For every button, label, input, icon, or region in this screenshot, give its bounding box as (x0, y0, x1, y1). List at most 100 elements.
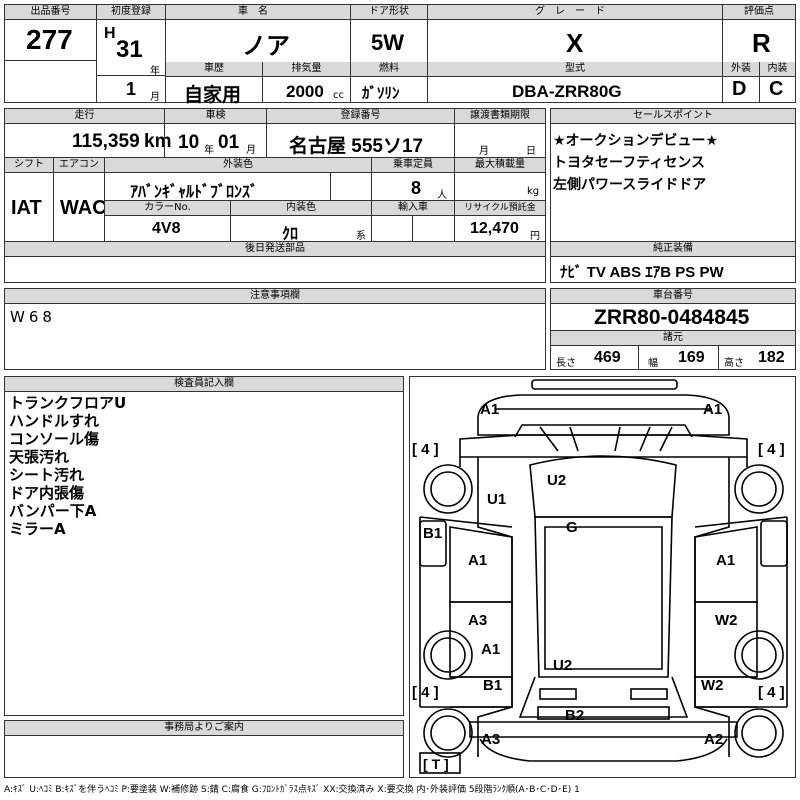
plate-label: 登録番号 (267, 109, 454, 124)
inspection-label: 車検 (165, 109, 266, 124)
note-line: トランクフロアU (9, 394, 127, 412)
interior-score: C (769, 78, 784, 100)
score-label: 評価点 (723, 5, 795, 20)
mark-rear-left: A3 (481, 731, 501, 748)
sales-line: 左側パワースライドドア (553, 177, 707, 193)
spec-label: 諸元 (551, 330, 795, 346)
sales-line: トヨタセーフティセンス (553, 155, 706, 171)
score: R (752, 28, 771, 58)
mark-right-rear-door: W2 (715, 612, 738, 629)
lot-number: 277 (26, 24, 73, 55)
damage-diagram: A1 A1 [ 4 ] [ 4 ] U2 U1 G B1 A1 A1 A3 W2… (409, 376, 796, 778)
model: DBA-ZRR80G (512, 82, 622, 101)
capacity: 8 (411, 178, 422, 198)
first-reg-label: 初度登録 (97, 5, 165, 20)
mark-right-rear-quarter: W2 (701, 677, 724, 694)
ac: WAC (60, 197, 107, 219)
mark-left-rear-panel: A1 (481, 641, 501, 658)
color-no-label: カラーNo. (105, 201, 230, 216)
length: 469 (594, 349, 621, 366)
interior-label: 内装 (760, 62, 795, 77)
reg-month-unit: 月 (150, 92, 160, 103)
insp-year: 10 (178, 132, 200, 153)
plate: 名古屋 555ソ17 (289, 136, 424, 157)
capacity-unit: 人 (437, 190, 447, 201)
load-unit: kg (527, 186, 540, 197)
color: ｱﾊﾞﾝｷﾞｬﾙﾄﾞﾌﾞﾛﾝｽﾞ (130, 184, 259, 201)
int-color-unit: 系 (356, 231, 366, 242)
note-line: ミラーA (9, 520, 66, 538)
mark-hood: U2 (547, 472, 567, 489)
sales-line: ★オークションデビュー★ (553, 133, 719, 149)
width: 169 (678, 349, 705, 366)
mileage-unit: km (144, 131, 172, 152)
inspector-block (4, 376, 404, 716)
mark-right-front-door: A1 (716, 552, 736, 569)
fuel: ｶﾞｿﾘﾝ (362, 85, 400, 102)
color-label: 外装色 (105, 158, 371, 173)
transfer-day: 日 (526, 146, 536, 157)
note-line: シート汚れ (9, 466, 85, 484)
exterior-label: 外装 (723, 62, 759, 77)
later-parts-label: 後日発送部品 (5, 242, 545, 257)
chassis-label: 車台番号 (551, 289, 795, 304)
mileage-label: 走行 (5, 109, 164, 124)
note-line: コンソール傷 (9, 430, 100, 448)
note-line: ハンドルすれ (9, 412, 100, 430)
history-label: 車歴 (166, 62, 262, 77)
top-block (4, 4, 796, 103)
mark-front-right: A1 (703, 401, 723, 418)
transfer-month: 月 (479, 146, 489, 157)
import-label: 輸入車 (372, 201, 454, 216)
reg-month: 1 (126, 79, 137, 99)
mark-rear-right: A2 (704, 731, 724, 748)
mark-left-rear-quarter: B1 (483, 677, 503, 694)
exterior-score: D (732, 78, 747, 100)
reg-year-unit: 年 (150, 66, 160, 77)
recycle-label: リサイクル預託金 (455, 201, 545, 216)
office-label: 事務局よりご案内 (5, 721, 403, 736)
insp-month-unit: 月 (246, 145, 256, 156)
shift-label: シフト (5, 158, 53, 173)
color-no: 4V8 (152, 220, 181, 237)
mark-left-rear-door: A3 (468, 612, 488, 629)
caution-text: W68 (10, 308, 56, 326)
int-color: ｸﾛ (282, 226, 299, 243)
recycle-unit: 円 (530, 231, 540, 242)
insp-year-unit: 年 (204, 145, 214, 156)
equip-label: 純正装備 (551, 242, 795, 257)
fuel-label: 燃料 (351, 62, 427, 77)
caution-label: 注意事項欄 (5, 289, 545, 304)
displacement-unit: cc (333, 90, 344, 101)
car-name-label: 車名 (166, 5, 350, 20)
mark-back-door: U2 (553, 657, 573, 674)
mark-tire-rr: [ 4 ] (758, 684, 785, 701)
door-type: 5W (371, 30, 404, 55)
ac-label: エアコン (54, 158, 104, 173)
length-label: 長さ (556, 358, 576, 369)
mark-pillar-left: B1 (423, 525, 443, 542)
height: 182 (758, 349, 785, 366)
grade-label: グレード (428, 5, 722, 20)
door-label: ドア形状 (351, 5, 427, 20)
mark-tire-fl: [ 4 ] (412, 441, 439, 458)
note-line: 天張汚れ (9, 448, 70, 466)
era: H (104, 25, 116, 42)
displacement-label: 排気量 (263, 62, 350, 77)
width-label: 幅 (648, 358, 658, 369)
displacement: 2000 (286, 82, 324, 101)
car-name: ノア (242, 33, 290, 60)
chassis-number: ZRR80-0484845 (594, 306, 750, 329)
mark-left-front-door: A1 (468, 552, 488, 569)
height-label: 高さ (724, 358, 744, 369)
note-line: ドア内張傷 (9, 484, 85, 502)
car-outline (419, 379, 788, 774)
mark-rear-bumper: B2 (565, 707, 585, 724)
insp-month: 01 (218, 132, 240, 153)
equip-items: ﾅﾋﾞ TV ABS ｴｱB PS PW (560, 264, 724, 281)
inspector-notes: トランクフロアU ハンドルすれ コンソール傷 天張汚れ シート汚れ ドア内張傷 … (9, 394, 126, 538)
sales-label: セールスポイント (551, 109, 795, 124)
mark-spare: [ T ] (423, 756, 449, 772)
inspector-label: 検査員記入欄 (5, 377, 403, 392)
mark-front-left: A1 (480, 401, 500, 418)
